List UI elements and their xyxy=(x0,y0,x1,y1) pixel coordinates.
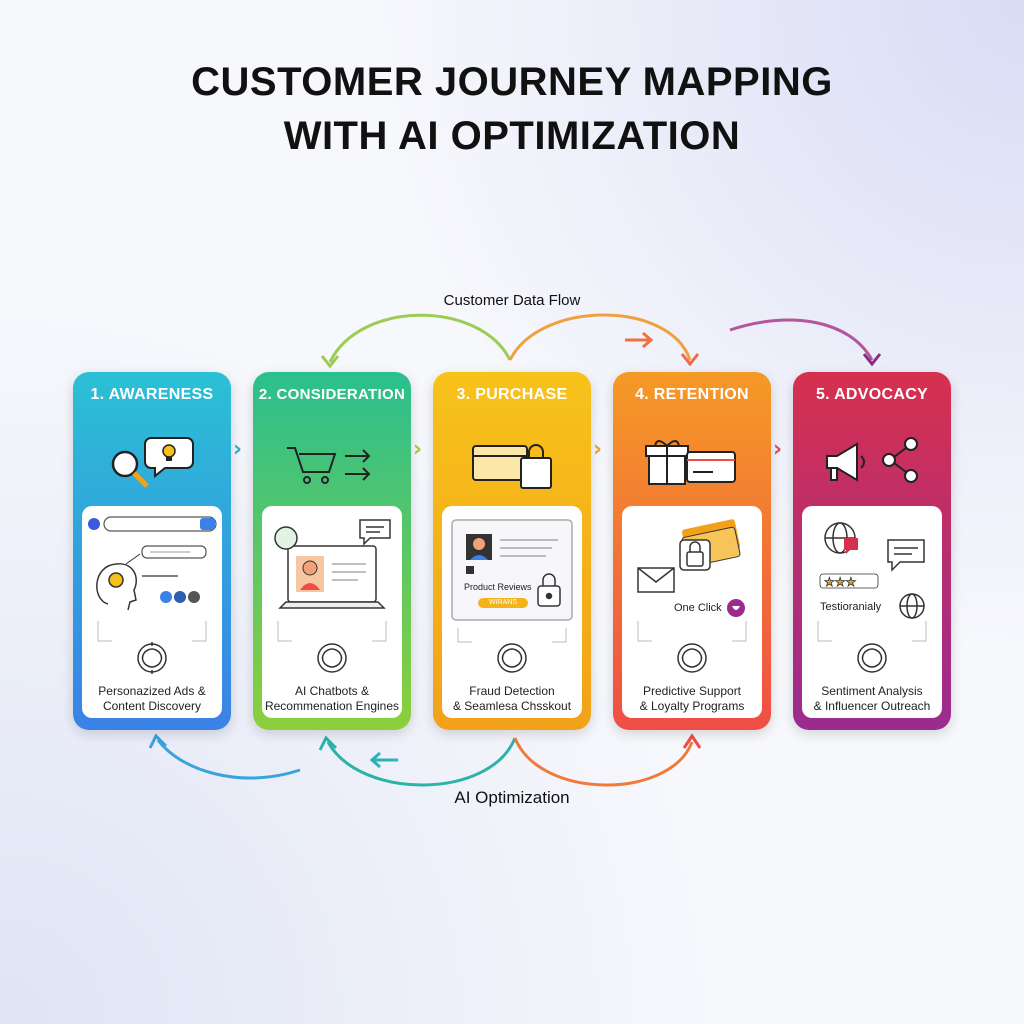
share-icon xyxy=(882,437,918,483)
stage-title: 3. PURCHASE xyxy=(456,386,568,403)
gift-icon xyxy=(645,440,689,485)
head-brain-icon xyxy=(96,563,137,611)
shopping-bag-icon xyxy=(520,444,552,489)
title-line-2: WITH AI OPTIMIZATION xyxy=(283,114,741,158)
caption-line-2: Content Discovery xyxy=(102,699,202,713)
title-line-1: CUSTOMER JOURNEY MAPPING xyxy=(191,60,833,104)
ai-brain-icon xyxy=(677,643,707,673)
lightbulb-icon xyxy=(144,437,194,479)
shopping-cart-icon xyxy=(287,447,337,484)
card-icon xyxy=(686,451,736,483)
credit-card-icon xyxy=(472,445,528,481)
chat-bubble-icon xyxy=(887,539,925,572)
lock-icon xyxy=(679,539,711,571)
arrow-head xyxy=(318,735,338,751)
stage-purchase: 3. PURCHASE xyxy=(433,372,591,730)
bottom-arc-left xyxy=(156,739,301,780)
social-icons xyxy=(160,591,200,603)
laptop-icon xyxy=(278,545,386,609)
stage-caption: Sentiment Analysis & Influencer Outreach xyxy=(804,684,940,714)
stage-consideration: 2. CONSIDERATION xyxy=(253,372,411,730)
top-arc-far xyxy=(729,318,874,361)
arrow-head xyxy=(148,733,168,749)
stage-card: AI Chatbots & Recommenation Engines xyxy=(262,506,402,718)
ai-brain-icon xyxy=(497,643,527,673)
caption-line-1: AI Chatbots & xyxy=(294,684,370,698)
arrow-head xyxy=(680,353,700,367)
ai-brain-icon xyxy=(137,642,167,674)
stage-retention: 4. RETENTION xyxy=(613,372,771,730)
stage-title: 4. RETENTION xyxy=(635,386,749,403)
chat-bubble-icon xyxy=(274,519,391,550)
search-bar-icon xyxy=(88,516,217,532)
avatar-icon xyxy=(296,556,324,592)
bottom-arc-mid xyxy=(326,737,517,787)
testimonial-label: Testioranialy xyxy=(820,601,882,613)
magnifier-icon xyxy=(111,450,149,488)
top-arc-left xyxy=(328,313,512,363)
stage-advocacy: 5. ADVOCACY xyxy=(793,372,951,730)
small-arrow xyxy=(625,331,654,349)
stage-caption: Personazized Ads & Content Discovery xyxy=(84,684,220,714)
stage-title: 1. AWARENESS xyxy=(90,386,214,403)
bottom-flow-label: AI Optimization xyxy=(454,788,570,807)
envelope-icon xyxy=(637,567,675,593)
arrow-head xyxy=(862,353,882,367)
heart-icon xyxy=(727,599,745,617)
one-click-label: One Click xyxy=(674,602,722,614)
caption-line-2: & Seamlesa Chsskout xyxy=(452,699,572,713)
arrow-head xyxy=(682,733,702,749)
caption-line-1: Fraud Detection xyxy=(469,684,555,698)
stage-card: Personazized Ads & Content Discovery xyxy=(82,506,222,718)
purchase-button-label: WIRANS xyxy=(489,599,517,606)
button-shape xyxy=(478,598,528,608)
megaphone-icon xyxy=(826,442,865,482)
stage-awareness: 1. AWARENESS xyxy=(73,372,231,730)
chevron-right-icon: › xyxy=(413,437,423,462)
globe-icon xyxy=(824,522,858,554)
chevron-right-icon: › xyxy=(233,437,243,462)
stage-caption: AI Chatbots & Recommenation Engines xyxy=(264,684,400,714)
message-bar xyxy=(141,545,207,559)
stage-card: ★★★ Testioranialy Sentiment Analysis & I… xyxy=(802,506,942,718)
lock-icon xyxy=(537,573,561,607)
caption-line-2: Recommenation Engines xyxy=(264,699,400,713)
ai-brain-icon xyxy=(857,643,887,673)
arrows-icon xyxy=(345,449,371,481)
page-title: CUSTOMER JOURNEY MAPPING WITH AI OPTIMIZ… xyxy=(0,55,1024,163)
stage-caption: Fraud Detection & Seamlesa Chsskout xyxy=(444,684,580,714)
arrow-head xyxy=(320,355,340,369)
small-arrow-back xyxy=(369,751,398,769)
chevron-right-icon: › xyxy=(593,437,603,462)
ai-brain-icon xyxy=(317,643,347,673)
top-flow-label: Customer Data Flow xyxy=(443,292,581,309)
caption-line-2: & Influencer Outreach xyxy=(813,699,931,713)
stage-caption: Predictive Support & Loyalty Programs xyxy=(624,684,760,714)
caption-line-1: Sentiment Analysis xyxy=(821,684,923,698)
stage-title: 5. ADVOCACY xyxy=(815,386,929,403)
caption-line-1: Predictive Support xyxy=(642,684,742,698)
stars-icon: ★★★ xyxy=(819,573,879,589)
caption-line-1: Personazized Ads & xyxy=(98,684,206,698)
product-reviews-label: Product Reviews xyxy=(464,582,532,592)
svg-text:★★★: ★★★ xyxy=(824,575,856,589)
caption-line-2: & Loyalty Programs xyxy=(639,699,745,713)
stage-card: Product Reviews WIRANS Fraud Detection &… xyxy=(442,506,582,718)
chevron-right-icon: › xyxy=(773,437,783,462)
avatar-icon xyxy=(466,534,492,560)
stage-title: 2. CONSIDERATION xyxy=(258,386,406,403)
globe-icon xyxy=(899,593,925,619)
top-arc-right xyxy=(508,313,692,361)
bottom-arc-right xyxy=(513,737,694,787)
stage-card: One Click Predictive Support & Loyalty P… xyxy=(622,506,762,718)
